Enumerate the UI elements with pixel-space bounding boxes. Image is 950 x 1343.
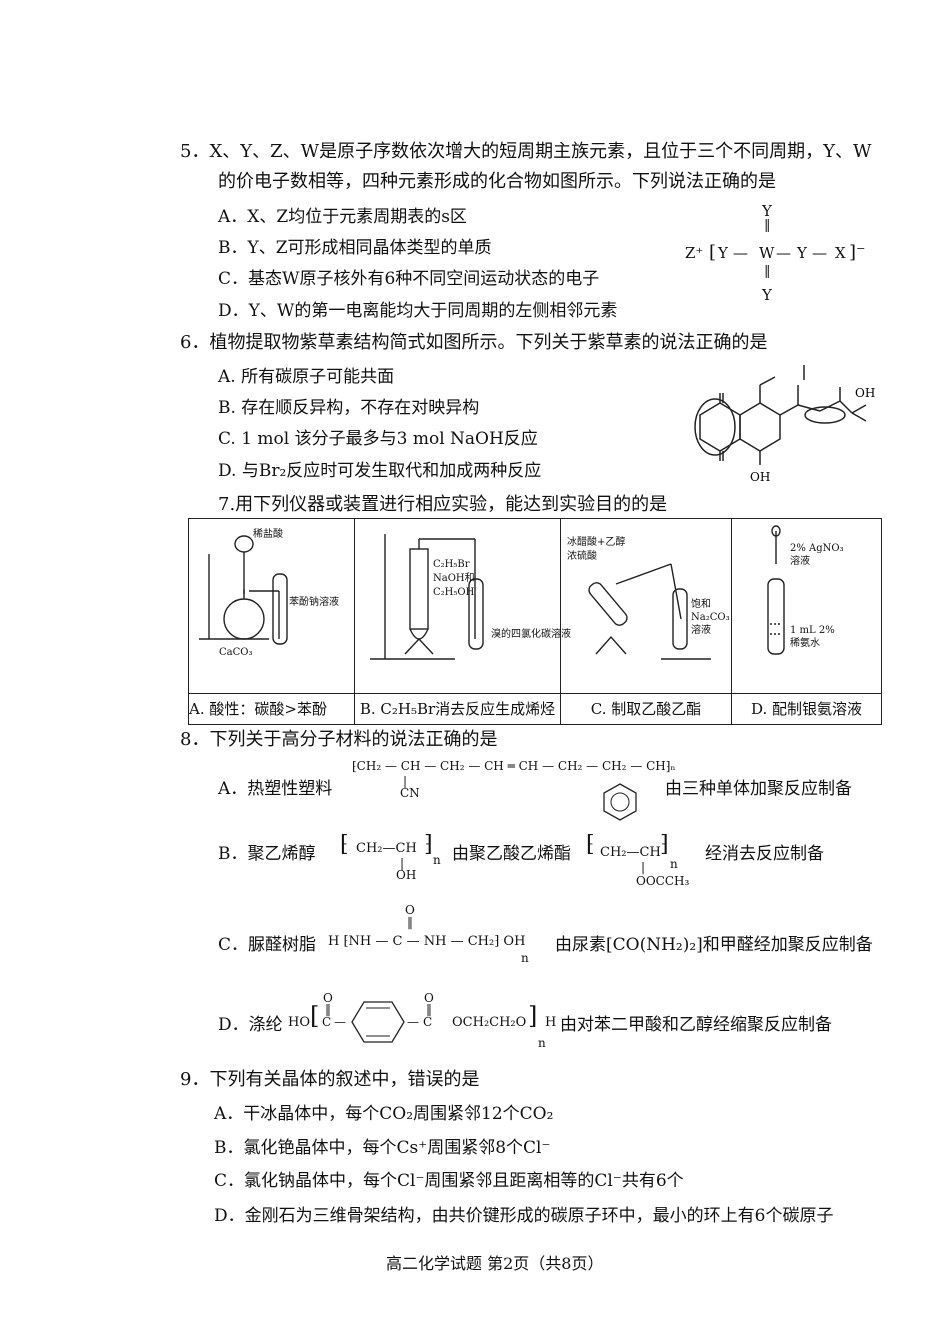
atom-x: X — [835, 244, 846, 262]
atom-y-right: Y — [797, 244, 807, 262]
q8-option-b-label: B．聚乙烯醇 — [218, 844, 316, 864]
q8-option-b-mid: 由聚乙酸乙烯酯 — [452, 844, 571, 864]
q8-option-a-substituent: CN — [400, 786, 420, 800]
q8-option-d-h: H — [545, 1015, 557, 1030]
q8-option-c-n: n — [521, 951, 529, 965]
apparatus-a-icon — [199, 535, 288, 645]
q8-option-b-formula2: CH₂—CH — [600, 845, 661, 860]
panel-c-image: 冰醋酸+乙醇 浓硫酸 饱和 Na₂CO₃ 溶液 — [560, 518, 732, 694]
q8-option-d-o1: O — [323, 991, 333, 1005]
q8-option-b-desc: 经消去反应制备 — [705, 844, 824, 864]
label-ammonia: 稀氨水 — [790, 638, 820, 649]
q9-option-a: A．干冰晶体中，每个CO₂周围紧邻12个CO₂ — [214, 1104, 554, 1124]
q6-stem: 6．植物提取物紫草素结构简式如图所示。下列关于紫草素的说法正确的是 — [180, 332, 768, 353]
label-acid-alcohol: 冰醋酸+乙醇 — [567, 537, 626, 548]
label-na2co3: Na₂CO₃ — [691, 612, 730, 623]
label-c2h5br: C₂H₅Br — [433, 559, 470, 570]
atom-y-left: Y — [718, 244, 728, 262]
page-footer: 高二化学试题 第2页（共8页） — [386, 1254, 604, 1273]
shikonin-structure: OH OH — [694, 365, 875, 484]
label-solution: 溶液 — [691, 625, 711, 636]
label-hcl: 稀盐酸 — [253, 529, 283, 540]
q6-option-a: A. 所有碳原子可能共面 — [218, 367, 395, 387]
q8-option-d-c1: C — [322, 1015, 332, 1029]
q8-option-d-desc: 由对苯二甲酸和乙醇经缩聚反应制备 — [560, 1015, 832, 1035]
q9-option-b: B．氯化铯晶体中，每个Cs⁺周围紧邻8个Cl⁻ — [214, 1138, 551, 1158]
label-bromine-ccl4: 溴的四氯化碳溶液 — [491, 629, 571, 640]
q8-option-d-c2: C — [423, 1015, 433, 1029]
q5-stem-line2: 的价电子数相等，四种元素形成的化合物如图所示。下列说法正确的是 — [218, 171, 776, 192]
q8-option-d-n: n — [538, 1036, 546, 1050]
q9-option-c: C．氯化钠晶体中，每个Cl⁻周围紧邻且距离相等的Cl⁻共有6个 — [214, 1171, 684, 1191]
q8-option-c-oxygen: O — [405, 903, 415, 917]
label-agno3-solution: 溶液 — [790, 556, 810, 567]
benzene-ring-icon — [603, 783, 637, 821]
q8-stem: 8．下列关于高分子材料的说法正确的是 — [180, 729, 498, 750]
q8-option-b-formula1: CH₂—CH — [356, 841, 417, 856]
q8-option-b-sub2: OOCCH₃ — [636, 874, 690, 888]
panel-d-caption: D. 配制银氨溶液 — [731, 693, 882, 725]
q8-option-b-sub1: OH — [396, 868, 417, 882]
q8-option-c-desc: 由尿素[CO(NH₂)₂]和甲醛经加聚反应制备 — [555, 935, 873, 955]
para-benzene-ring-icon — [351, 1001, 405, 1043]
q8-option-a-desc: 由三种单体加聚反应制备 — [665, 779, 852, 799]
q5-option-d: D．Y、W的第一电离能均大于同周期的左侧相邻元素 — [218, 301, 618, 321]
q8-option-d-tail: OCH₂CH₂O — [452, 1015, 527, 1030]
q8-option-d-label: D．涤纶 — [218, 1015, 283, 1035]
q7-stem: 7.用下列仪器或装置进行相应实验，能达到实验目的的是 — [218, 494, 668, 515]
hydroxyl-label-2: OH — [750, 470, 770, 484]
left-bracket: [ — [709, 242, 717, 263]
label-agno3: 2% AgNO₃ — [790, 543, 844, 554]
cation-z: Z⁺ — [685, 244, 704, 262]
label-phenoxide: 苯酚钠溶液 — [289, 597, 339, 608]
q6-option-c: C. 1 mol 该分子最多与3 mol NaOH反应 — [218, 429, 538, 449]
apparatus-b-icon — [370, 534, 484, 660]
label-ammonia-amount: 1 mL 2% — [790, 625, 835, 636]
q5-option-a: A．X、Z均位于元素周期表的s区 — [218, 207, 467, 227]
hydroxyl-label-1: OH — [855, 386, 875, 400]
label-ethanol: C₂H₅OH — [433, 587, 475, 598]
q9-stem: 9．下列有关晶体的叙述中，错误的是 — [180, 1069, 480, 1090]
q5-option-b: B．Y、Z可形成相同晶体类型的单质 — [218, 238, 492, 258]
panel-b-image: C₂H₅Br NaOH和 C₂H₅OH 溴的四氯化碳溶液 — [354, 518, 571, 694]
q8-option-c-label: C．脲醛树脂 — [218, 935, 317, 955]
q8-option-d-o2: O — [424, 991, 434, 1005]
q6-option-d: D. 与Br₂反应时可发生取代和加成两种反应 — [218, 461, 542, 481]
q8-option-b-n2: n — [670, 857, 678, 871]
atom-y-top: Y — [762, 202, 772, 220]
label-saturated: 饱和 — [691, 599, 711, 610]
label-h2so4: 浓硫酸 — [567, 551, 597, 562]
q6-option-b: B. 存在顺反异构，不存在对映异构 — [218, 398, 480, 418]
label-caco3: CaCO₃ — [219, 647, 253, 658]
panel-a-image: 稀盐酸 苯酚钠溶液 CaCO₃ — [188, 518, 355, 694]
q8-option-d-ho: HO — [288, 1015, 310, 1030]
label-naoh: NaOH和 — [433, 573, 475, 584]
q7-apparatus-table: 稀盐酸 苯酚钠溶液 CaCO₃ — [188, 518, 882, 725]
apparatus-c-icon — [588, 563, 711, 660]
q8-option-a-label: A．热塑性塑料 — [218, 779, 333, 799]
panel-a-caption: A. 酸性：碳酸>苯酚 — [188, 693, 355, 725]
right-bracket: ]⁻ — [849, 242, 866, 263]
q5-ion-structure: Y ‖ Z⁺ [ Y — W — Y — X ]⁻ ‖ Y — [685, 202, 866, 304]
q5-stem-line1: 5．X、Y、Z、W是原子序数依次增大的短周期主族元素，且位于三个不同周期，Y、W — [180, 141, 872, 162]
q9-option-d: D．金刚石为三维骨架结构，由共价键形成的碳原子环中，最小的环上有6个碳原子 — [214, 1206, 834, 1226]
panel-b-caption: B. C₂H₅Br消去反应生成烯烃 — [354, 693, 561, 725]
atom-y-bottom: Y — [762, 286, 772, 304]
panel-c-caption: C. 制取乙酸乙酯 — [560, 693, 732, 725]
q5-option-c: C．基态W原子核外有6种不同空间运动状态的电子 — [218, 269, 600, 289]
q8-option-b-n1: n — [433, 853, 441, 867]
q8-option-a-formula: ⁅CH₂ — CH — CH₂ — CH ═ CH — CH₂ — CH₂ — … — [352, 759, 676, 773]
panel-d-image: 2% AgNO₃ 溶液 1 mL 2% 稀氨水 — [731, 518, 882, 694]
apparatus-d-icon — [767, 525, 785, 655]
atom-w: W — [759, 244, 775, 262]
q8-option-c-formula: H ⁅NH — C — NH — CH₂⁆ OH — [328, 934, 526, 949]
